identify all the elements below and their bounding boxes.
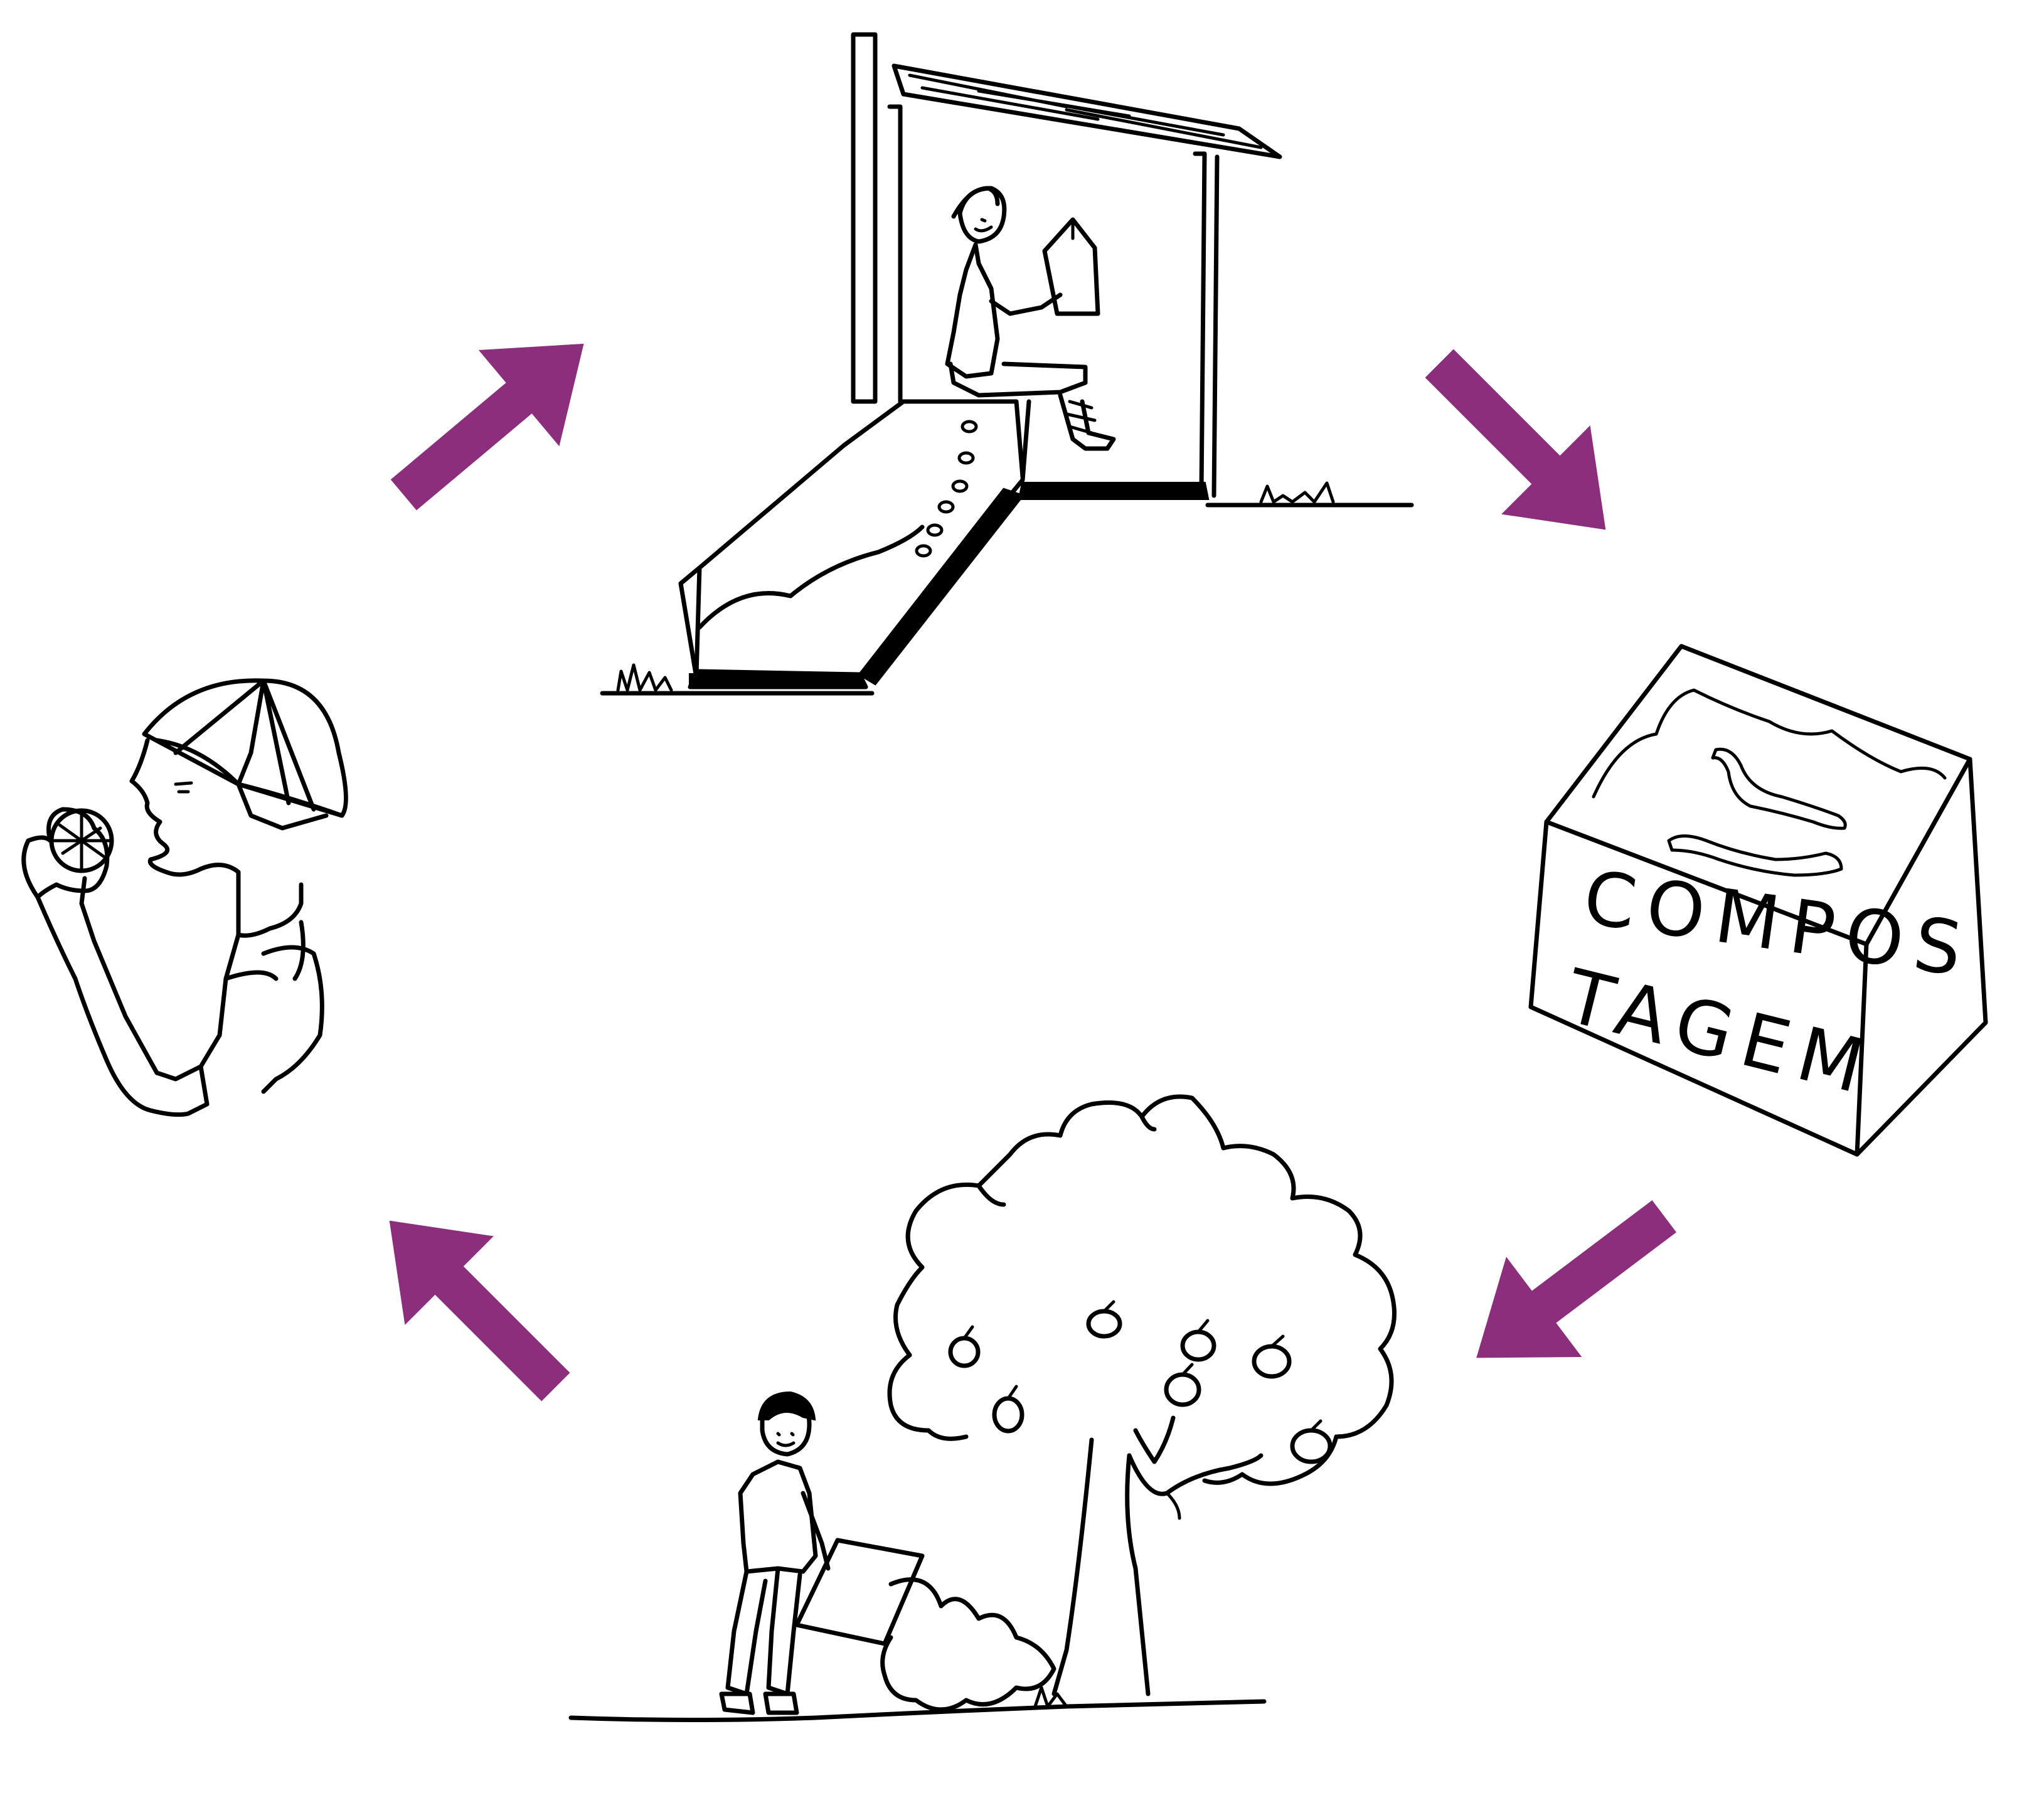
arrow-up-left-icon bbox=[389, 1220, 570, 1402]
person-reading-icon bbox=[945, 186, 1116, 451]
arrow-up-right-icon bbox=[390, 343, 584, 511]
arrow-tree-to-eat bbox=[389, 1220, 570, 1402]
arrow-compost-to-tree bbox=[1476, 1200, 1677, 1358]
person-with-paper-icon bbox=[719, 1391, 925, 1715]
fruit-tree-icon bbox=[568, 1094, 1397, 1722]
person-eating-fruit-icon bbox=[21, 678, 348, 1117]
arrow-down-left-icon bbox=[1476, 1200, 1677, 1358]
compost-box-label-line2: TAGEM bbox=[1557, 952, 1883, 1112]
compost-box-icon: COMPOS TAGEM bbox=[1528, 644, 1988, 1157]
arrow-toilet-to-compost bbox=[1425, 349, 1606, 530]
dry-composting-toilet-icon bbox=[600, 32, 1414, 696]
arrow-eat-to-toilet bbox=[390, 343, 584, 511]
arrow-down-right-icon bbox=[1425, 349, 1606, 530]
